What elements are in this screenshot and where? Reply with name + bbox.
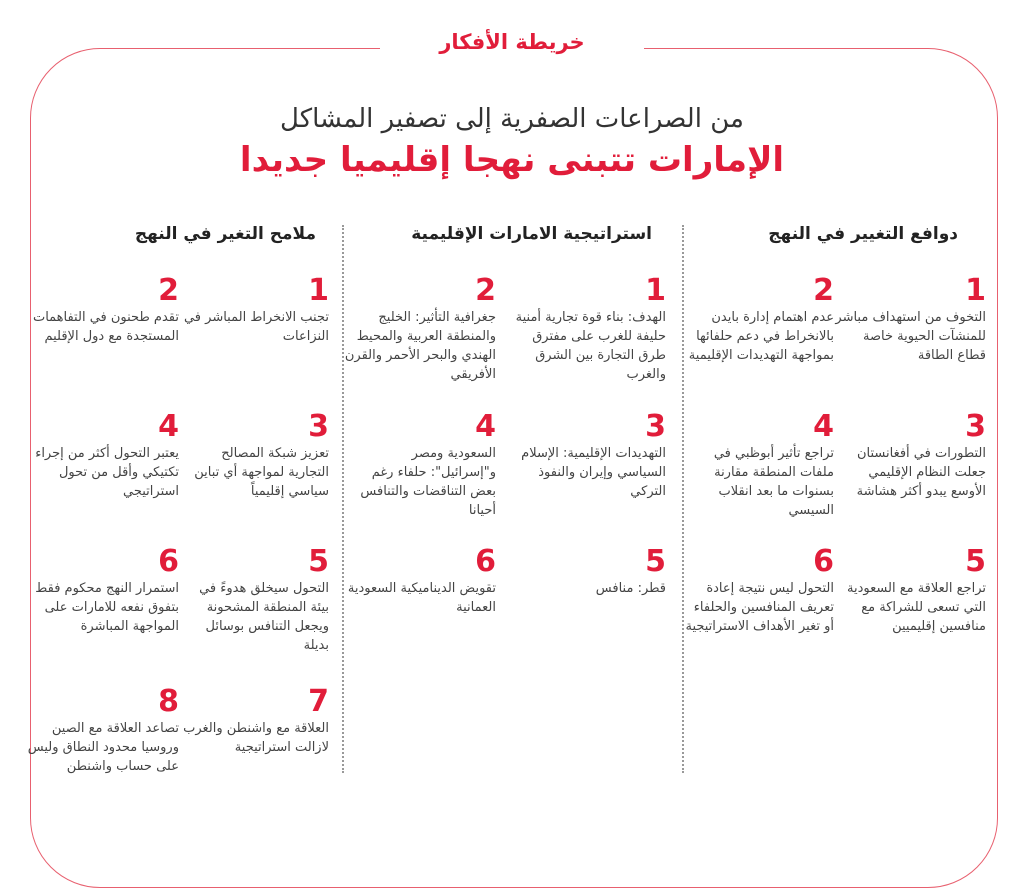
- item-text: تصاعد العلاقة مع الصين وروسيا محدود النط…: [27, 721, 179, 774]
- item-number: 6: [158, 544, 179, 579]
- item-text: الهدف: بناء قوة تجارية أمنية حليفة للغرب…: [515, 310, 666, 382]
- item-number: 5: [965, 544, 986, 579]
- item-text: يعتبر التحول أكثر من إجراء تكتيكي وأقل م…: [35, 446, 179, 499]
- item-text: التخوف من استهداف مباشر للمنشآت الحيوية …: [835, 310, 986, 363]
- item-text: عدم اهتمام إدارة بايدن بالانخراط في دعم …: [688, 310, 834, 363]
- item-number: 4: [158, 409, 179, 444]
- item-text: تعزيز شبكة المصالح التجارية لمواجهة أي ت…: [194, 446, 329, 499]
- item-number: 2: [158, 273, 179, 308]
- page-title: الإمارات تتبنى نهجا إقليميا جديدا: [239, 140, 785, 180]
- item-number: 7: [308, 684, 329, 719]
- column-divider: [682, 225, 684, 773]
- column-heading-strategy: استراتيجية الامارات الإقليمية: [411, 224, 652, 244]
- item-text: التحول ليس نتيجة إعادة تعريف المنافسين و…: [685, 581, 834, 634]
- item-number: 8: [158, 684, 179, 719]
- item-text: السعودية ومصر و"إسرائيل": حلفاء رغم بعض …: [360, 446, 496, 518]
- item-number: 4: [813, 409, 834, 444]
- item-number: 5: [645, 544, 666, 579]
- item-text: استمرار النهج محكوم فقط بتفوق نفعه للاما…: [35, 581, 179, 634]
- brand-label: خريطة الأفكار: [439, 30, 585, 54]
- item-number: 3: [645, 409, 666, 444]
- item-text: تجنب الانخراط المباشر في النزاعات: [183, 310, 329, 344]
- item-number: 6: [813, 544, 834, 579]
- item-text: التهديدات الإقليمية: الإسلام السياسي وإي…: [521, 446, 666, 499]
- item-text: جغرافية التأثير: الخليج والمنطقة العربية…: [344, 310, 496, 382]
- item-text: تراجع العلاقة مع السعودية التي تسعى للشر…: [847, 581, 986, 634]
- item-number: 5: [308, 544, 329, 579]
- item-text: قطر: منافس: [595, 581, 666, 596]
- frame-gap: [380, 30, 644, 70]
- item-number: 1: [645, 273, 666, 308]
- item-number: 2: [813, 273, 834, 308]
- item-number: 3: [308, 409, 329, 444]
- column-heading-motives: دوافع التغيير في النهج: [768, 224, 958, 244]
- column-divider: [342, 225, 344, 773]
- item-text: تقويض الديناميكية السعودية العمانية: [347, 581, 496, 615]
- item-text: تراجع تأثير أبوظبي في ملفات المنطقة مقار…: [713, 446, 834, 518]
- subtitle: من الصراعات الصفرية إلى تصفير المشاكل: [280, 104, 744, 134]
- item-number: 1: [308, 273, 329, 308]
- item-text: التحول سيخلق هدوءً في بيئة المنطقة المشح…: [199, 581, 329, 653]
- idea-item: 5 قطر: منافس: [514, 545, 666, 598]
- item-number: 3: [965, 409, 986, 444]
- column-heading-features: ملامح التغير في النهج: [134, 224, 316, 244]
- item-text: التطورات في أفغانستان جعلت النظام الإقلي…: [856, 446, 986, 499]
- item-number: 1: [965, 273, 986, 308]
- item-number: 2: [475, 273, 496, 308]
- item-number: 6: [475, 544, 496, 579]
- item-text: تقدم طحنون في التفاهمات المستجدة مع دول …: [32, 310, 179, 344]
- item-text: العلاقة مع واشنطن والغرب لازالت استراتيج…: [183, 721, 329, 755]
- item-number: 4: [475, 409, 496, 444]
